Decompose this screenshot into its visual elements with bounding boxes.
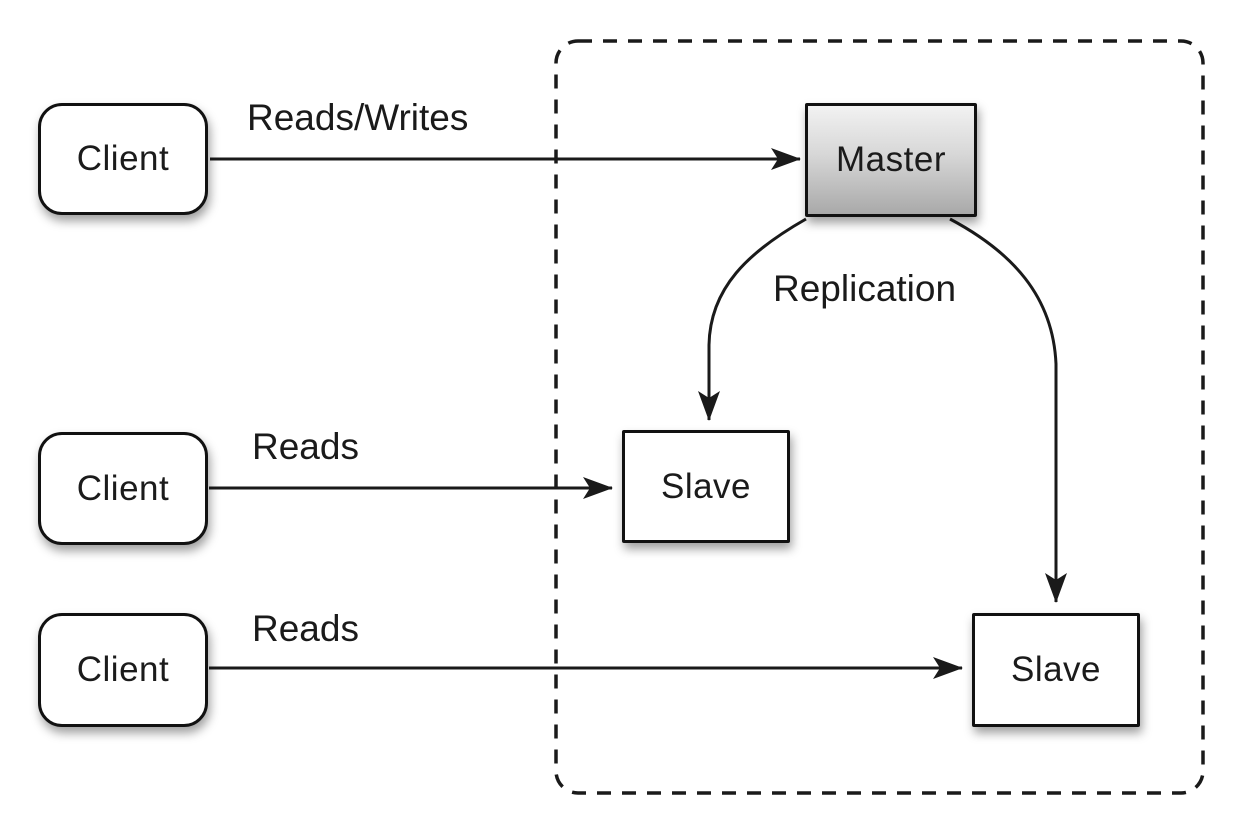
- client-node-3-label: Client: [76, 650, 170, 689]
- slave-node-2-label: Slave: [1010, 650, 1102, 689]
- slave-node-1: Slave: [622, 430, 790, 543]
- slave-node-1-label: Slave: [660, 466, 752, 506]
- client-node-3: Client: [38, 613, 208, 727]
- master-node-label: Master: [836, 140, 946, 179]
- client-node-2-label: Client: [76, 468, 170, 508]
- arrow-replication-to-slave-1: [698, 217, 807, 421]
- client-node-1-label: Client: [76, 139, 170, 178]
- replication-boundary-dashed-box: [554, 39, 1205, 795]
- edge-label-replication: Replication: [773, 268, 957, 309]
- edge-label-reads-2: Reads: [252, 608, 359, 649]
- client-node-1: Client: [38, 103, 208, 215]
- edge-label-reads-writes: Reads/Writes: [247, 97, 469, 138]
- edge-label-reads-1: Reads: [252, 426, 359, 467]
- master-node: Master: [805, 103, 977, 217]
- slave-node-2: Slave: [972, 613, 1140, 727]
- arrow-replication-to-slave-2: [949, 217, 1067, 603]
- client-node-2: Client: [38, 432, 208, 545]
